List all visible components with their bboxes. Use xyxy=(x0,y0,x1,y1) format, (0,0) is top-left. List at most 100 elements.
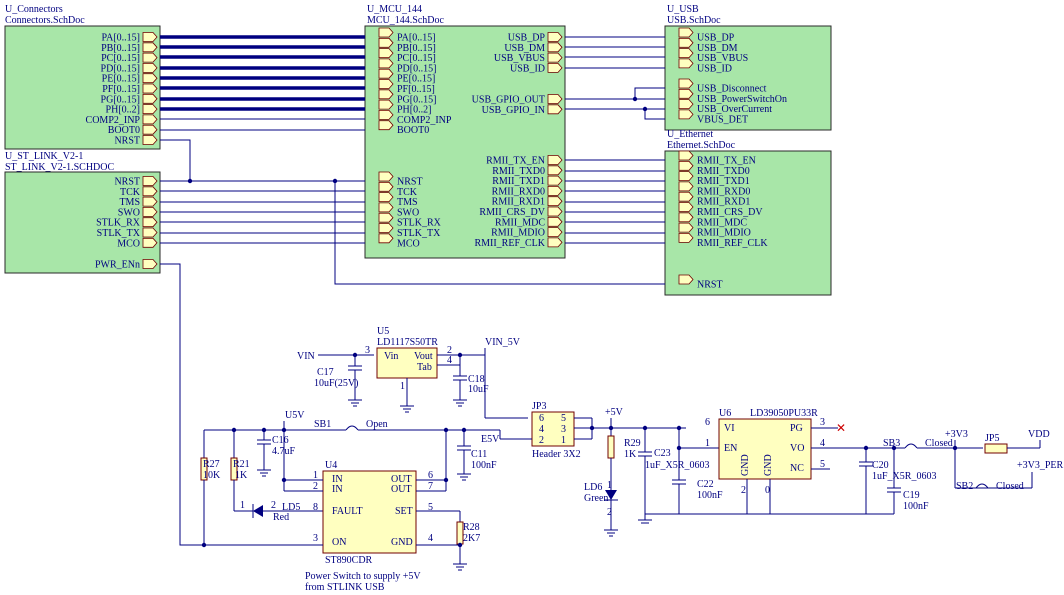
u6-regulator[interactable] xyxy=(718,418,812,480)
r29-resistor[interactable] xyxy=(607,435,615,459)
usb-port-1[interactable]: USB_DM xyxy=(678,37,738,54)
usb-port-2[interactable]: USB_VBUS xyxy=(678,48,748,65)
u4-out2: OUT xyxy=(391,484,412,495)
mcu-eth-port-8[interactable]: RMII_REF_CLK xyxy=(474,237,563,249)
mcu-eth-port-2[interactable]: RMII_TXD1 xyxy=(492,175,563,187)
jp3-header[interactable] xyxy=(531,411,575,447)
sb3-ref: SB3 xyxy=(883,438,900,449)
mcu-left2-port-0[interactable]: NRST xyxy=(378,171,423,188)
usb-port2-0[interactable]: USB_Disconnect xyxy=(678,78,767,95)
ethernet-sheet-block[interactable] xyxy=(664,150,832,296)
ethernet-port-2[interactable]: RMII_TXD1 xyxy=(678,171,750,188)
e5v-net-label: E5V xyxy=(481,434,500,445)
connectors-port-9[interactable]: BOOT0 xyxy=(108,124,158,136)
ethernet-port-nrst-label: NRST xyxy=(697,280,723,291)
mcu-left-port-2[interactable]: PC[0..15] xyxy=(378,48,436,65)
ld5-led[interactable] xyxy=(253,505,263,517)
ethernet-port-6[interactable]: RMII_MDC xyxy=(678,212,747,229)
ethernet-port-3[interactable]: RMII_RXD0 xyxy=(678,181,750,198)
mcu-gpio-port-0[interactable]: USB_GPIO_OUT xyxy=(472,94,563,106)
connectors-port-7[interactable]: PH[0..2] xyxy=(106,104,158,116)
mcu-eth-port-6[interactable]: RMII_MDC xyxy=(495,216,563,228)
mcu-left-port-9[interactable]: BOOT0 xyxy=(378,120,429,137)
mcu-left2-port-3[interactable]: SWO xyxy=(378,202,419,219)
u5-pin4: 4 xyxy=(447,355,452,366)
mcu-left-port-7[interactable]: PH[0..2] xyxy=(378,99,431,116)
connectors-port-10[interactable]: NRST xyxy=(114,135,158,147)
u4-pin4: 4 xyxy=(428,533,433,544)
stlink-port-6[interactable]: MCO xyxy=(117,237,158,249)
stlink-port-pwr[interactable]: PWR_ENn xyxy=(95,259,158,271)
c20-value: 1uF_X5R_0603 xyxy=(872,471,936,482)
stlink-port-1[interactable]: TCK xyxy=(120,186,158,198)
stlink-port-5[interactable]: STLK_TX xyxy=(97,227,158,239)
mcu-left-port-5[interactable]: PF[0..15] xyxy=(378,79,435,96)
u4-power-switch[interactable] xyxy=(322,470,417,554)
mcu-eth-port-3[interactable]: RMII_RXD0 xyxy=(492,185,563,197)
connectors-port-6[interactable]: PG[0..15] xyxy=(101,93,158,105)
c22-ref: C22 xyxy=(697,479,714,490)
ethernet-port-8[interactable]: RMII_REF_CLK xyxy=(678,232,768,249)
connectors-port-3[interactable]: PD[0..15] xyxy=(101,63,158,74)
u5-regulator[interactable] xyxy=(376,347,438,379)
c19-ref: C19 xyxy=(903,490,920,501)
ethernet-port-1-label: RMII_TXD0 xyxy=(697,166,750,177)
mcu-usb-port-0[interactable]: USB_DP xyxy=(508,32,563,44)
jp3-pin6: 6 xyxy=(539,413,544,424)
usb-port2-2[interactable]: USB_OverCurrent xyxy=(678,99,772,116)
stlink-port-0[interactable]: NRST xyxy=(114,176,158,188)
mcu-usb-port-3[interactable]: USB_ID xyxy=(510,63,563,74)
stlink-sheet-block[interactable] xyxy=(4,171,161,274)
usb-port-3[interactable]: USB_ID xyxy=(678,58,732,75)
stlink-port-4[interactable]: STLK_RX xyxy=(96,217,158,229)
mcu-sheet-block[interactable] xyxy=(364,25,566,259)
stlink-port-3[interactable]: SWO xyxy=(118,206,158,218)
usb-port-0[interactable]: USB_DP xyxy=(678,27,735,44)
ethernet-port-5[interactable]: RMII_CRS_DV xyxy=(678,202,763,219)
ethernet-port-0[interactable]: RMII_TX_EN xyxy=(678,150,756,167)
connectors-port-5[interactable]: PF[0..15] xyxy=(102,83,158,95)
mcu-left2-port-5[interactable]: STLK_TX xyxy=(378,223,441,240)
connectors-port-8[interactable]: COMP2_INP xyxy=(86,114,158,126)
connectors-sheet-block[interactable] xyxy=(4,25,161,150)
mcu-left2-port-4[interactable]: STLK_RX xyxy=(378,212,442,229)
usb-port2-1[interactable]: USB_PowerSwitchOn xyxy=(678,88,787,105)
mcu-left-port-3[interactable]: PD[0..15] xyxy=(378,58,436,75)
mcu-left-port-0[interactable]: PA[0..15] xyxy=(378,27,436,44)
mcu-left2-port-1[interactable]: TCK xyxy=(378,181,418,198)
mcu-eth-port-1[interactable]: RMII_TXD0 xyxy=(492,165,563,177)
sb1-state: Open xyxy=(366,419,388,430)
connectors-port-4[interactable]: PE[0..15] xyxy=(102,73,158,85)
connectors-port-8-label: COMP2_INP xyxy=(86,115,141,126)
ethernet-port-7[interactable]: RMII_MDIO xyxy=(678,222,751,239)
ethernet-port-nrst[interactable]: NRST xyxy=(678,274,723,291)
jp3-pin2: 2 xyxy=(539,435,544,446)
usb-sheet-block[interactable] xyxy=(664,25,832,131)
connectors-port-1[interactable]: PB[0..15] xyxy=(101,42,158,54)
mcu-usb-port-2[interactable]: USB_VBUS xyxy=(494,52,563,64)
jp5-jumper[interactable] xyxy=(984,443,1008,454)
mcu-gpio-port-1[interactable]: USB_GPIO_IN xyxy=(482,104,563,116)
mcu-eth-port-0[interactable]: RMII_TX_EN xyxy=(486,155,563,167)
mcu-left2-port-6[interactable]: MCO xyxy=(378,233,420,250)
connectors-port-0[interactable]: PA[0..15] xyxy=(101,32,158,44)
usb-port2-3[interactable]: VBUS_DET xyxy=(678,109,748,126)
ethernet-port-4[interactable]: RMII_RXD1 xyxy=(678,191,750,208)
mcu-left-port-1[interactable]: PB[0..15] xyxy=(378,37,436,54)
connectors-designator: U_Connectors xyxy=(5,4,63,15)
connectors-port-2[interactable]: PC[0..15] xyxy=(101,52,158,64)
ld6-led[interactable] xyxy=(605,490,617,500)
mcu-eth-port-4[interactable]: RMII_RXD1 xyxy=(492,196,563,208)
mcu-eth-port-5[interactable]: RMII_CRS_DV xyxy=(479,206,563,218)
c23-value: 1uF_X5R_0603 xyxy=(645,460,709,471)
ethernet-port-1[interactable]: RMII_TXD0 xyxy=(678,160,750,177)
mcu-left2-port-2[interactable]: TMS xyxy=(378,192,418,209)
mcu-usb-port-1[interactable]: USB_DM xyxy=(504,42,563,54)
u4-pin2: 2 xyxy=(313,481,318,492)
mcu-left-port-6[interactable]: PG[0..15] xyxy=(378,89,436,106)
stlink-port-2[interactable]: TMS xyxy=(119,196,158,208)
mcu-left-port-8[interactable]: COMP2_INP xyxy=(378,110,452,126)
mcu-left-port-4[interactable]: PE[0..15] xyxy=(378,68,435,85)
u6-pg-pin: PG xyxy=(790,423,803,434)
mcu-eth-port-7[interactable]: RMII_MDIO xyxy=(491,227,563,239)
